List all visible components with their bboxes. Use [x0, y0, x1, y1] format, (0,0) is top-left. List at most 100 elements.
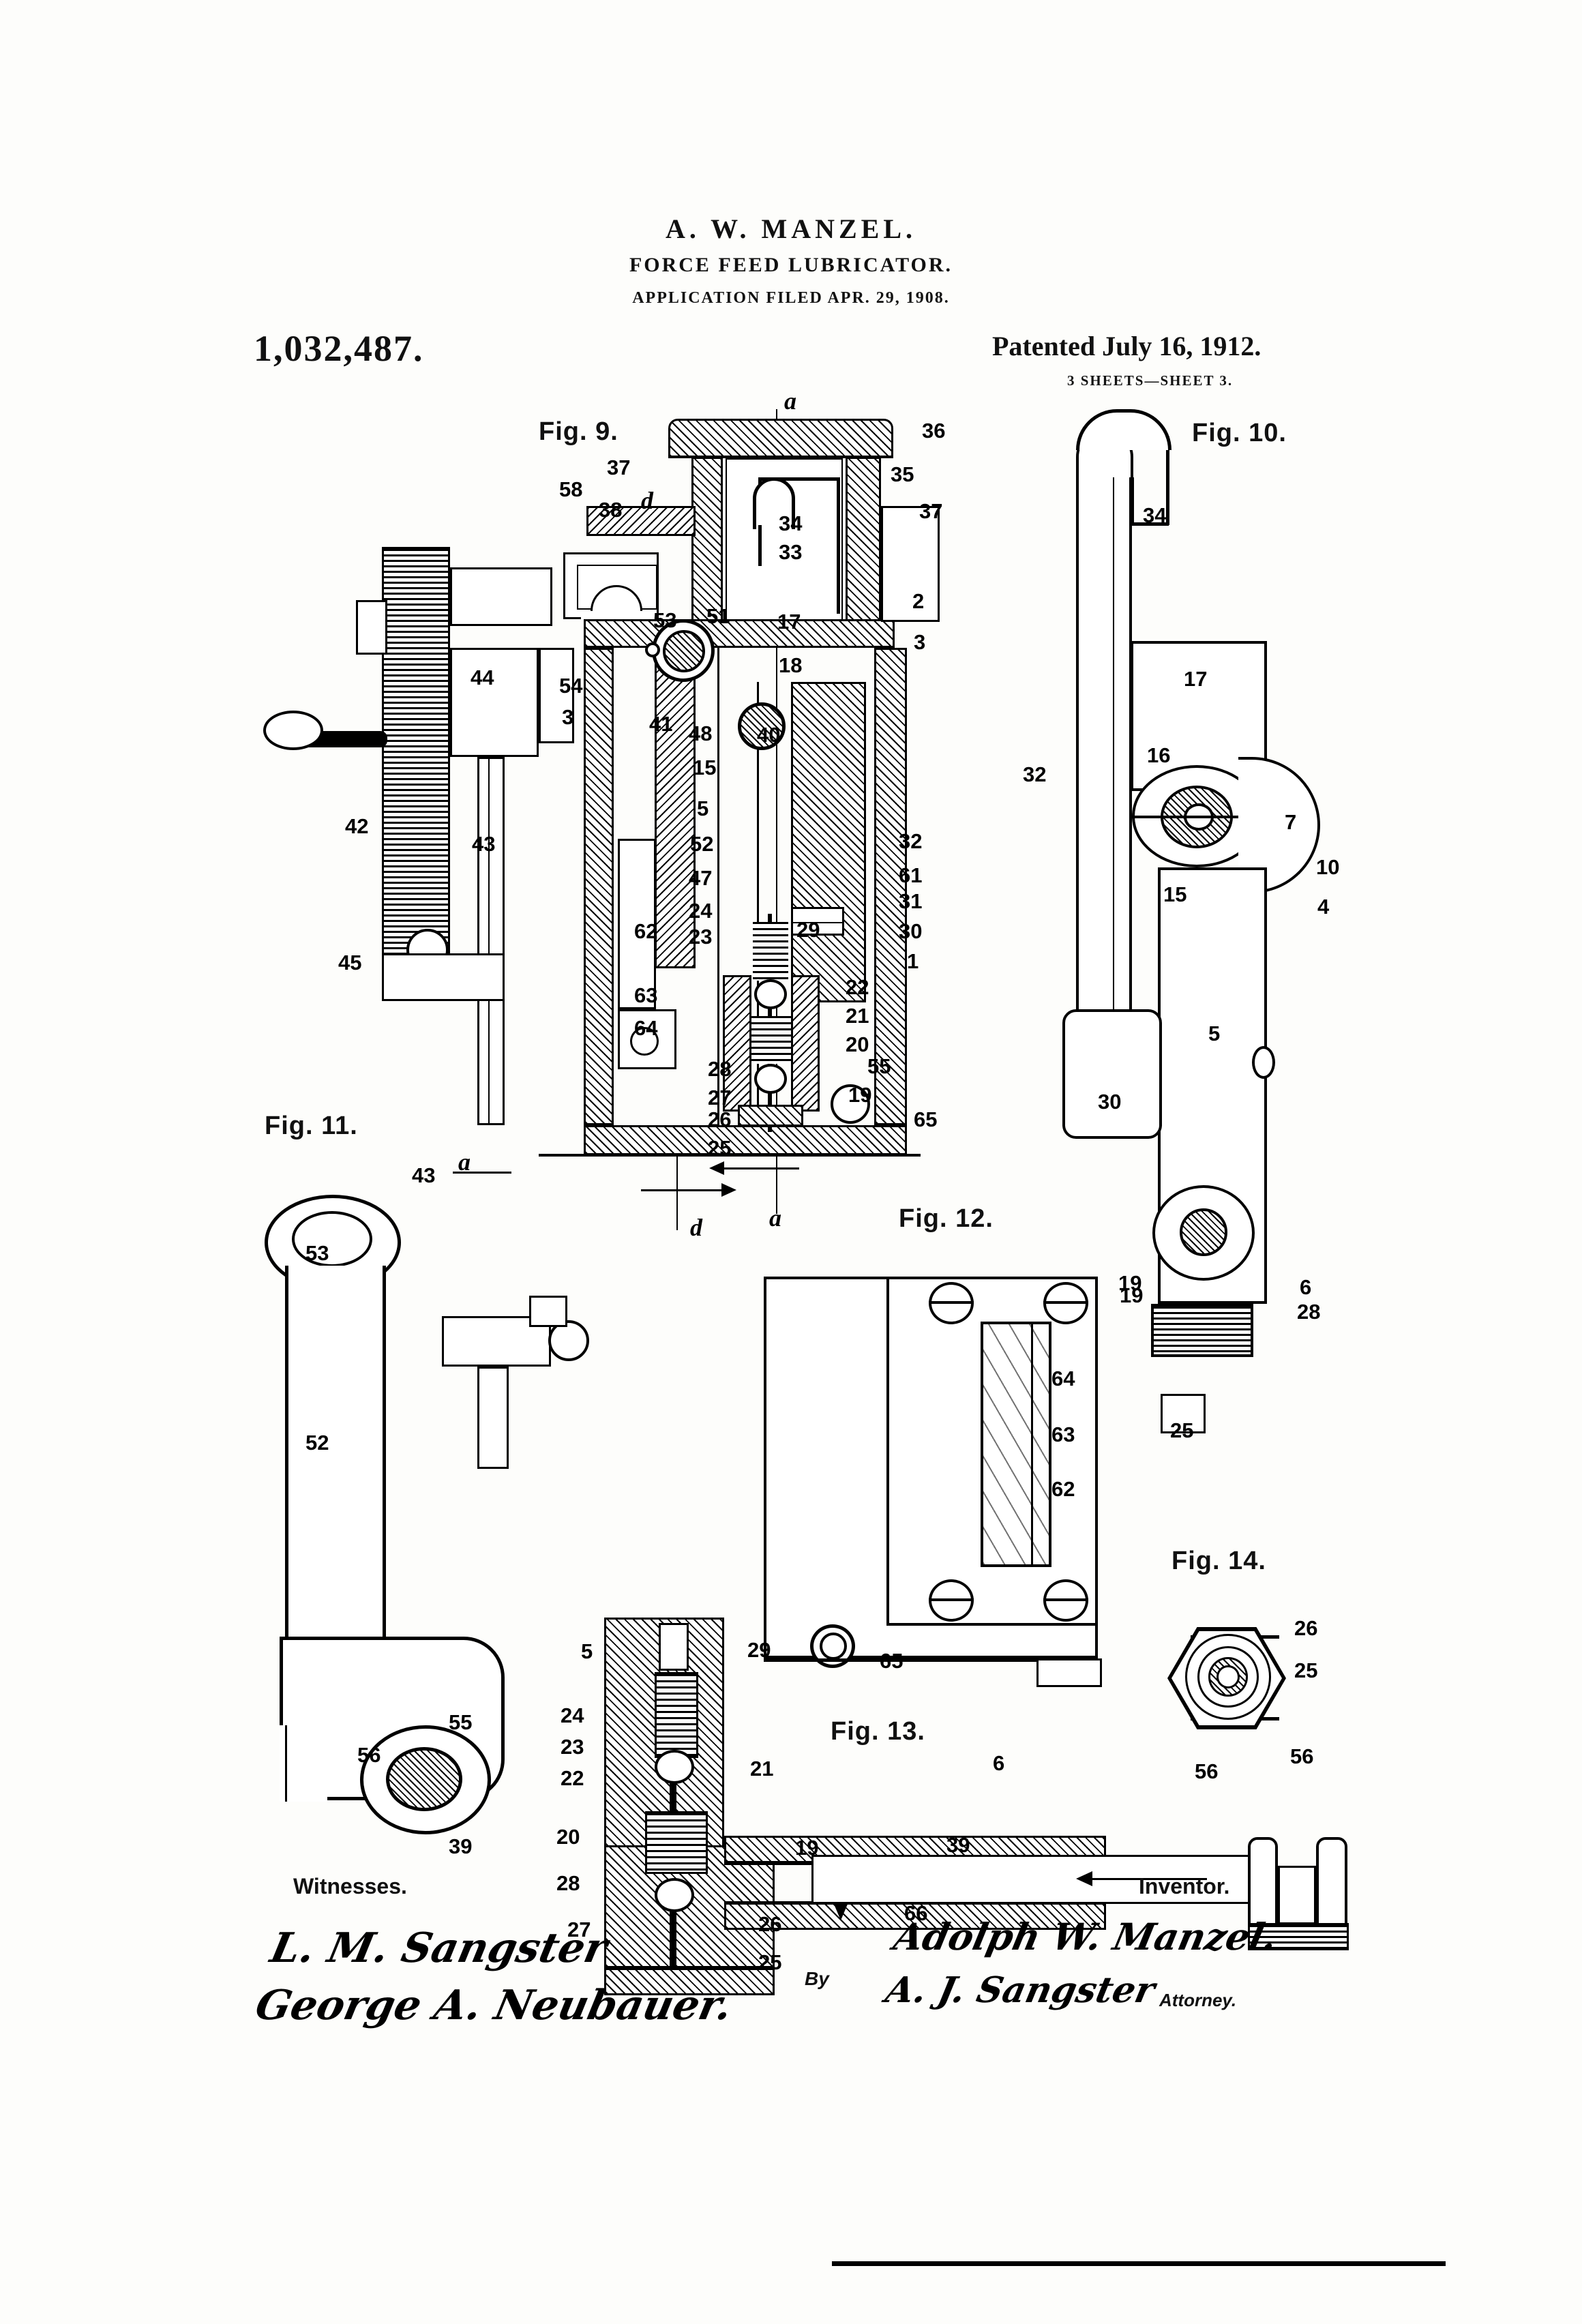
reference-numeral-f9-54: 54 [559, 674, 583, 698]
reference-numeral-f9-24: 24 [689, 899, 713, 923]
reference-numeral-f9-d-top: d [641, 487, 653, 514]
reference-numeral-f13-25: 25 [758, 1950, 782, 1974]
attorney-signature: A. J. Sangster [882, 1969, 1159, 2011]
reference-numeral-f9-45: 45 [338, 951, 362, 974]
reference-numeral-f9-42: 42 [345, 814, 369, 838]
reference-numeral-f9-3r: 3 [914, 630, 926, 654]
reference-numeral-f9-32r: 32 [899, 829, 923, 853]
reference-numeral-f11-56: 56 [357, 1743, 381, 1767]
reference-numeral-f9-a-sup: a [458, 1148, 471, 1176]
reference-numeral-f9-15: 15 [693, 756, 717, 779]
reference-numeral-f10-32: 32 [1023, 762, 1047, 786]
reference-numeral-f9-35: 35 [891, 462, 914, 486]
figure-caption-11: Fig. 11. [265, 1112, 358, 1140]
reference-numeral-f9-29: 29 [796, 918, 820, 942]
reference-numeral-f10-5: 5 [1208, 1022, 1221, 1045]
reference-numeral-f9-62: 62 [634, 919, 658, 943]
bottom-rule [832, 2261, 1446, 2266]
figure-caption-12: Fig. 12. [899, 1204, 994, 1233]
reference-numeral-f13-5: 5 [581, 1639, 593, 1663]
reference-numeral-f9-23: 23 [689, 925, 713, 949]
figure-caption-13: Fig. 13. [831, 1717, 925, 1746]
reference-numeral-f13-6: 6 [993, 1751, 1005, 1775]
reference-numeral-f13-56a: 56 [1195, 1759, 1219, 1783]
reference-numeral-f13-22: 22 [561, 1766, 584, 1790]
reference-numeral-f9-43a: 43 [412, 1163, 436, 1187]
reference-numeral-f9-5: 5 [697, 796, 709, 820]
reference-numeral-f9-36: 36 [922, 419, 946, 443]
reference-numeral-f9-27: 27 [708, 1086, 732, 1109]
reference-numeral-f9-a-bot: a [769, 1204, 781, 1232]
reference-numeral-f10-17: 17 [1184, 667, 1208, 691]
reference-numeral-f11-55: 55 [449, 1710, 473, 1734]
reference-numeral-f9-18: 18 [779, 653, 803, 677]
reference-numeral-f9-22: 22 [846, 975, 869, 999]
reference-numeral-f14-26: 26 [1294, 1616, 1318, 1640]
reference-numeral-f9-3l: 3 [562, 705, 574, 729]
reference-numeral-f9-43: 43 [472, 832, 496, 856]
reference-numeral-f9-41: 41 [649, 712, 673, 736]
attorney-label: Attorney. [1159, 1990, 1237, 2010]
reference-numeral-f9-38: 38 [599, 498, 623, 522]
reference-numeral-f10-4: 4 [1317, 895, 1330, 919]
reference-numeral-f10-34: 34 [1143, 503, 1167, 527]
reference-numeral-f9-37a: 37 [607, 456, 631, 479]
reference-numeral-f9-40: 40 [757, 723, 781, 747]
reference-numeral-f10-28: 28 [1297, 1300, 1321, 1324]
inventor-label: Inventor. [1139, 1874, 1230, 1898]
reference-numeral-f9-a-top: a [784, 387, 796, 415]
reference-numeral-f12-62: 62 [1051, 1477, 1075, 1501]
reference-numeral-f9-37b: 37 [919, 499, 943, 523]
reference-numeral-f14-25: 25 [1294, 1658, 1318, 1682]
reference-numeral-f10-19: 19 [1118, 1271, 1142, 1295]
reference-numeral-f9-26: 26 [708, 1107, 732, 1131]
reference-numeral-f9-65: 65 [914, 1107, 938, 1131]
reference-numeral-f9-55: 55 [867, 1054, 891, 1078]
reference-numeral-f9-44: 44 [471, 666, 494, 689]
reference-numeral-f9-31: 31 [899, 889, 923, 913]
reference-numeral-f12-64: 64 [1051, 1367, 1075, 1390]
inventor-name-header: A. W. MANZEL. [665, 213, 917, 244]
reference-numeral-f9-64: 64 [634, 1016, 658, 1040]
reference-numeral-f13-20: 20 [556, 1825, 580, 1849]
reference-numeral-f10-10: 10 [1316, 855, 1340, 879]
reference-numeral-f13-24: 24 [561, 1703, 584, 1727]
reference-numeral-f9-d-bot: d [690, 1214, 702, 1241]
reference-numeral-f9-58: 58 [559, 477, 583, 501]
inventor-signature: Adolph W. Manzel. [890, 1915, 1282, 1958]
sheet-count: 3 SHEETS—SHEET 3. [1067, 372, 1234, 389]
reference-numeral-f12-63: 63 [1051, 1422, 1075, 1446]
reference-numeral-f11-39: 39 [449, 1834, 473, 1858]
reference-numeral-f13-19: 19 [795, 1836, 819, 1860]
reference-numeral-f13-21: 21 [750, 1757, 774, 1781]
figure-caption-9: Fig. 9. [539, 417, 618, 446]
reference-numeral-f10-7: 7 [1285, 810, 1297, 834]
reference-numeral-f10-6: 6 [1300, 1275, 1312, 1299]
reference-numeral-f13-66: 66 [904, 1901, 928, 1925]
reference-numeral-f9-33: 33 [779, 540, 803, 564]
reference-numeral-f9-52: 52 [690, 832, 714, 856]
witness-signature-1: L. M. Sangster [266, 1924, 612, 1972]
reference-numeral-f9-19: 19 [848, 1083, 872, 1107]
application-filed-line: APPLICATION FILED APR. 29, 1908. [632, 289, 950, 307]
reference-numeral-f13-28: 28 [556, 1871, 580, 1895]
reference-numeral-f13-29: 29 [747, 1638, 771, 1662]
reference-numeral-f9-48: 48 [689, 721, 713, 745]
reference-numeral-f13-56b: 56 [1290, 1744, 1314, 1768]
reference-numeral-f9-47: 47 [689, 866, 713, 890]
reference-numeral-f12-19: 19 [1120, 1283, 1144, 1307]
reference-numeral-f9-61: 61 [899, 863, 923, 887]
patent-date: Patented July 16, 1912. [992, 331, 1262, 361]
reference-numeral-f9-53: 53 [653, 608, 677, 632]
reference-numeral-f9-30: 30 [899, 919, 923, 943]
patent-number: 1,032,487. [254, 328, 424, 369]
reference-numeral-f9-20: 20 [846, 1032, 869, 1056]
reference-numeral-f9-25: 25 [708, 1136, 732, 1160]
figure-caption-10: Fig. 10. [1192, 419, 1287, 447]
reference-numeral-f10-15: 15 [1163, 882, 1187, 906]
reference-numeral-f10-25: 25 [1170, 1418, 1194, 1442]
reference-numeral-f9-2: 2 [912, 589, 925, 613]
reference-numeral-f13-27: 27 [567, 1918, 591, 1941]
reference-numeral-f11-53: 53 [305, 1241, 329, 1265]
